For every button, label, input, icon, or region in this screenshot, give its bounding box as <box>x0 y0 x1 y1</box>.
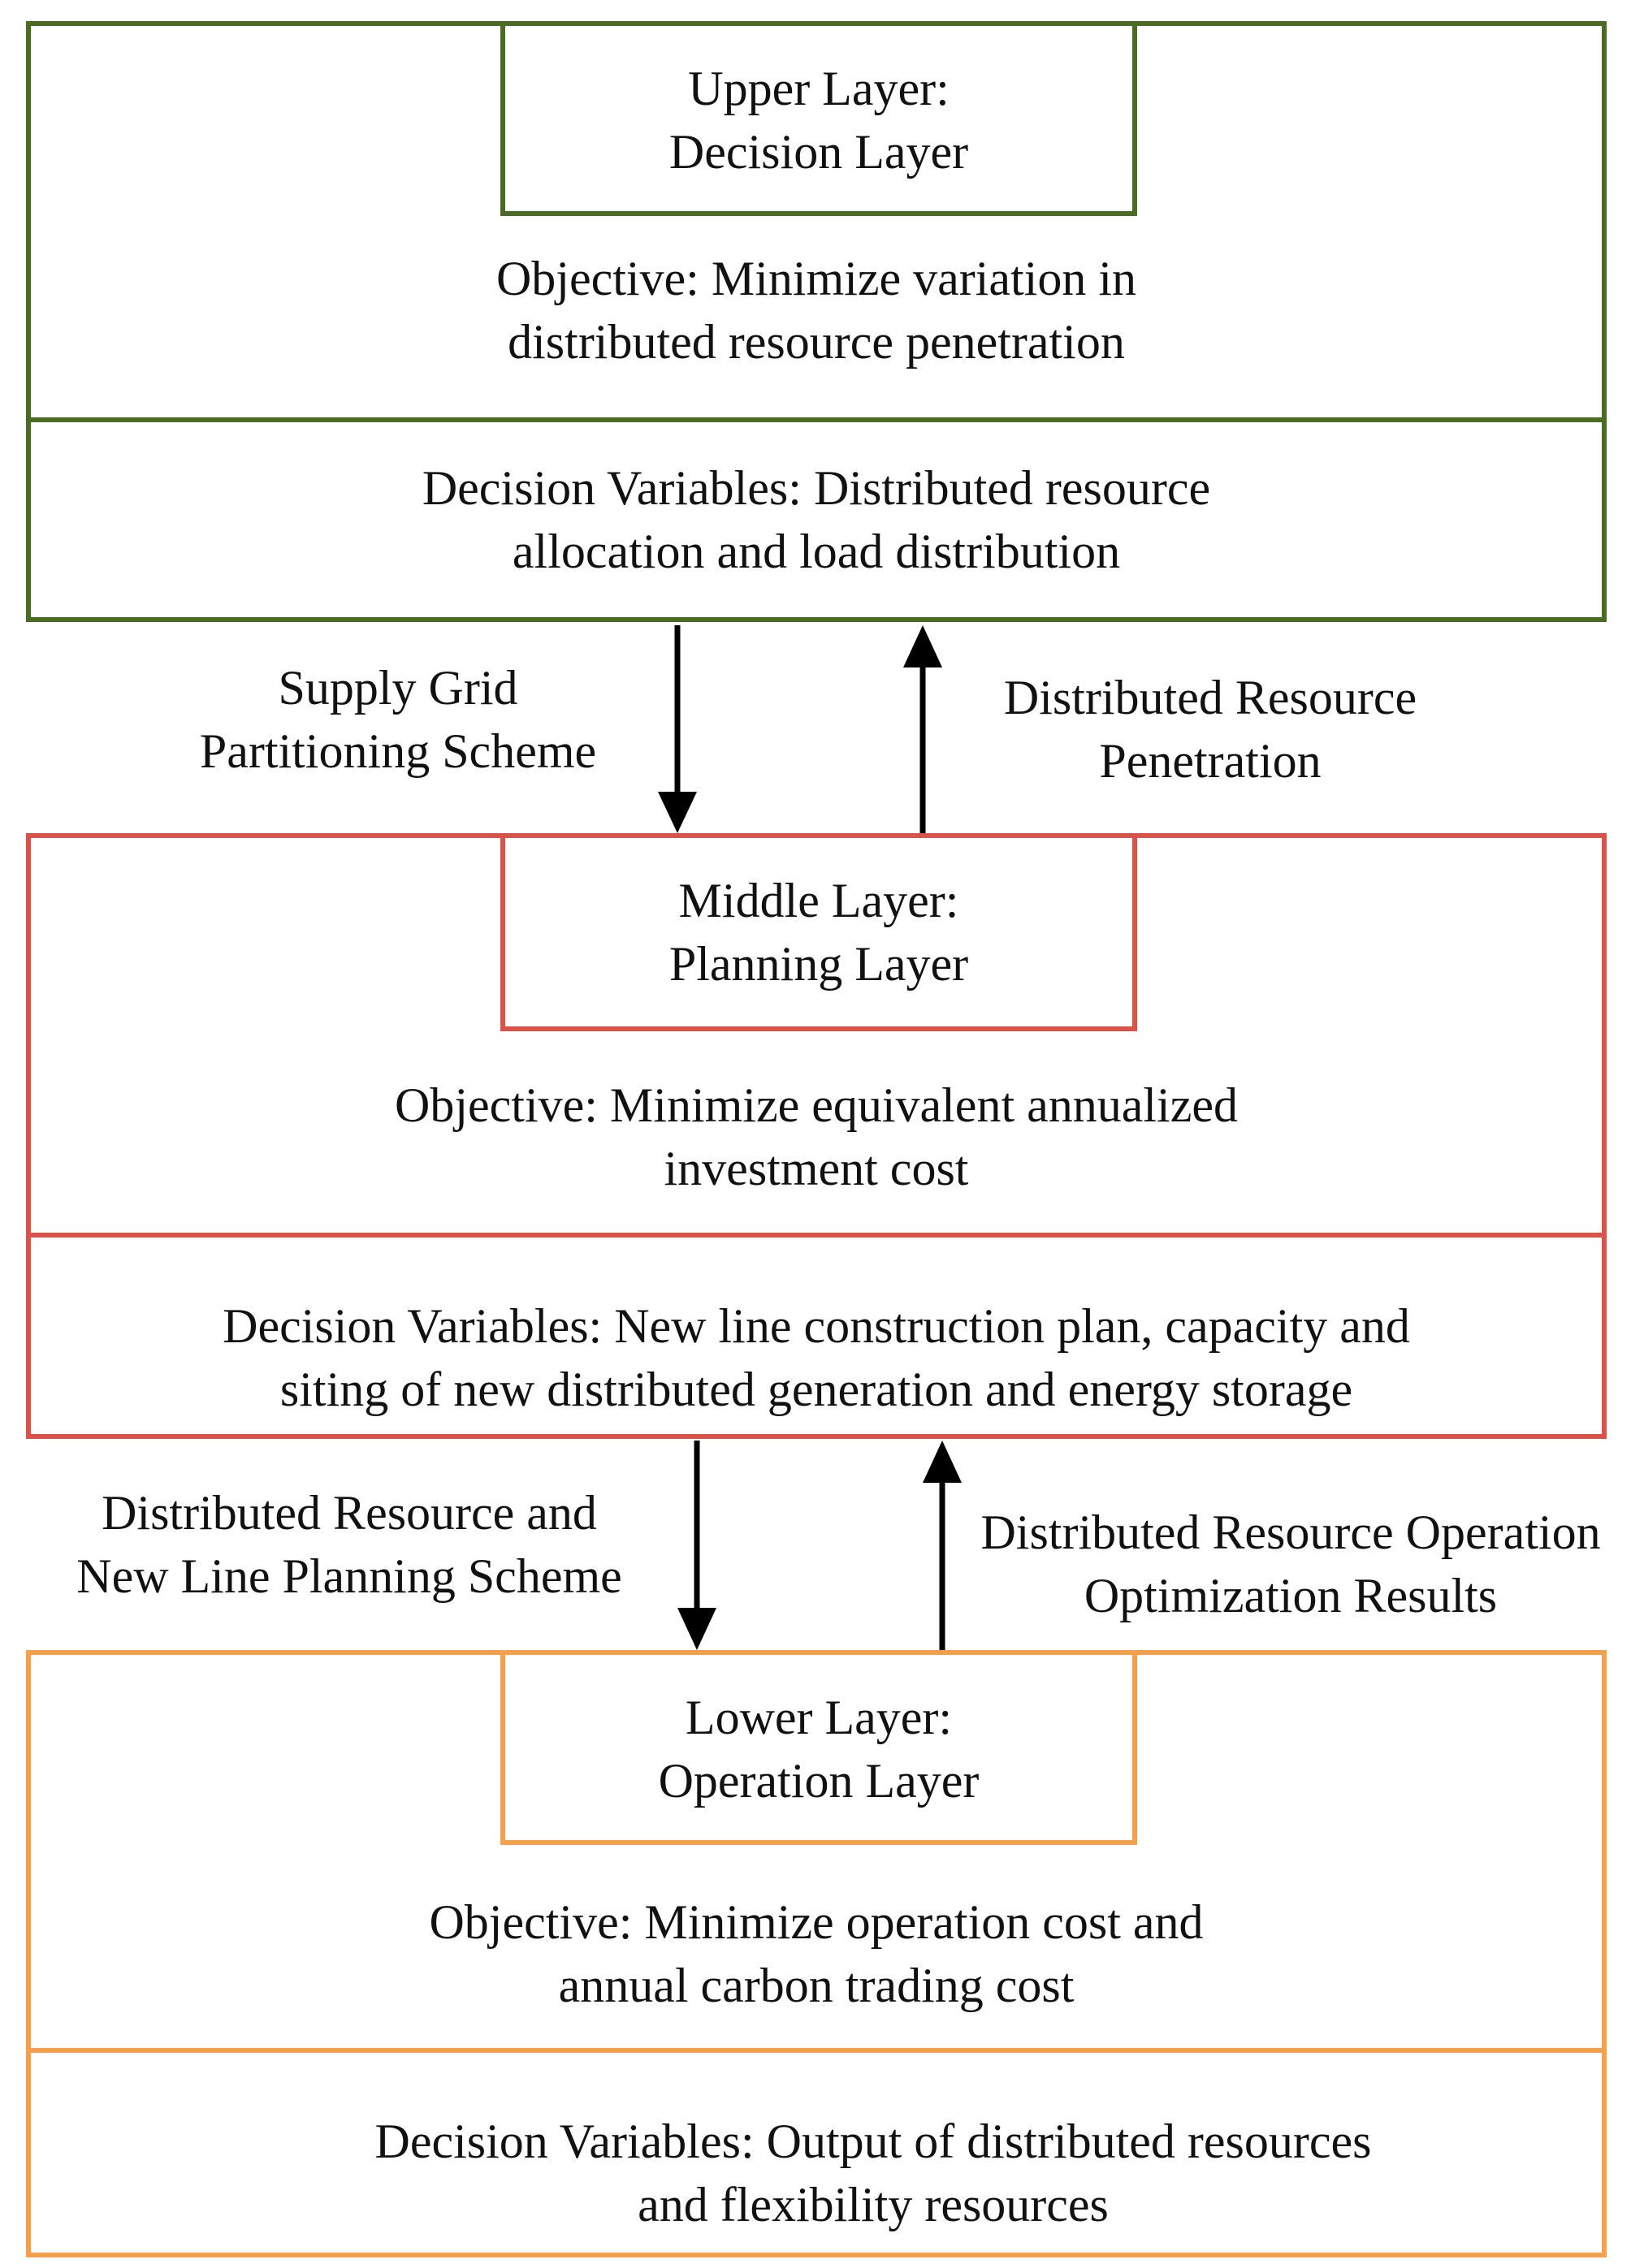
label-distributed-resource-and-new-line: Distributed Resource and New Line Planni… <box>76 1486 622 1603</box>
upper-layer-divider <box>26 417 1607 422</box>
upper-layer-title-box <box>500 21 1137 216</box>
arrow-down-middle-to-lower <box>677 1441 716 1650</box>
lower-layer-objective: Objective: Minimize operation cost and a… <box>429 1895 1204 2012</box>
lower-layer-title-box <box>500 1650 1137 1845</box>
lower-layer-title: Lower Layer: Operation Layer <box>658 1691 980 1808</box>
upper-layer-objective: Objective: Minimize variation in distrib… <box>495 252 1137 369</box>
middle-layer-variables: Decision Variables: New line constructio… <box>223 1299 1410 1416</box>
lower-layer-divider <box>26 2048 1607 2053</box>
lower-layer-variables: Decision Variables: Output of distribute… <box>374 2115 1372 2231</box>
label-operation-optimization-results: Distributed Resource Operation Optimizat… <box>980 1506 1601 1622</box>
upper-layer-title: Upper Layer: Decision Layer <box>668 62 969 179</box>
upper-layer-variables: Decision Variables: Distributed resource… <box>422 461 1211 578</box>
middle-layer-title: Middle Layer: Planning Layer <box>668 874 969 991</box>
middle-layer-objective: Objective: Minimize equivalent annualize… <box>395 1078 1238 1195</box>
middle-layer-divider <box>26 1233 1607 1238</box>
arrow-up-middle-to-upper <box>903 625 942 833</box>
label-distributed-resource-penetration: Distributed Resource Penetration <box>1003 671 1417 788</box>
arrow-down-upper-to-middle <box>658 625 697 833</box>
label-supply-grid-partitioning: Supply Grid Partitioning Scheme <box>199 661 597 778</box>
middle-layer-title-box <box>500 833 1137 1031</box>
arrow-up-lower-to-middle <box>923 1441 962 1650</box>
